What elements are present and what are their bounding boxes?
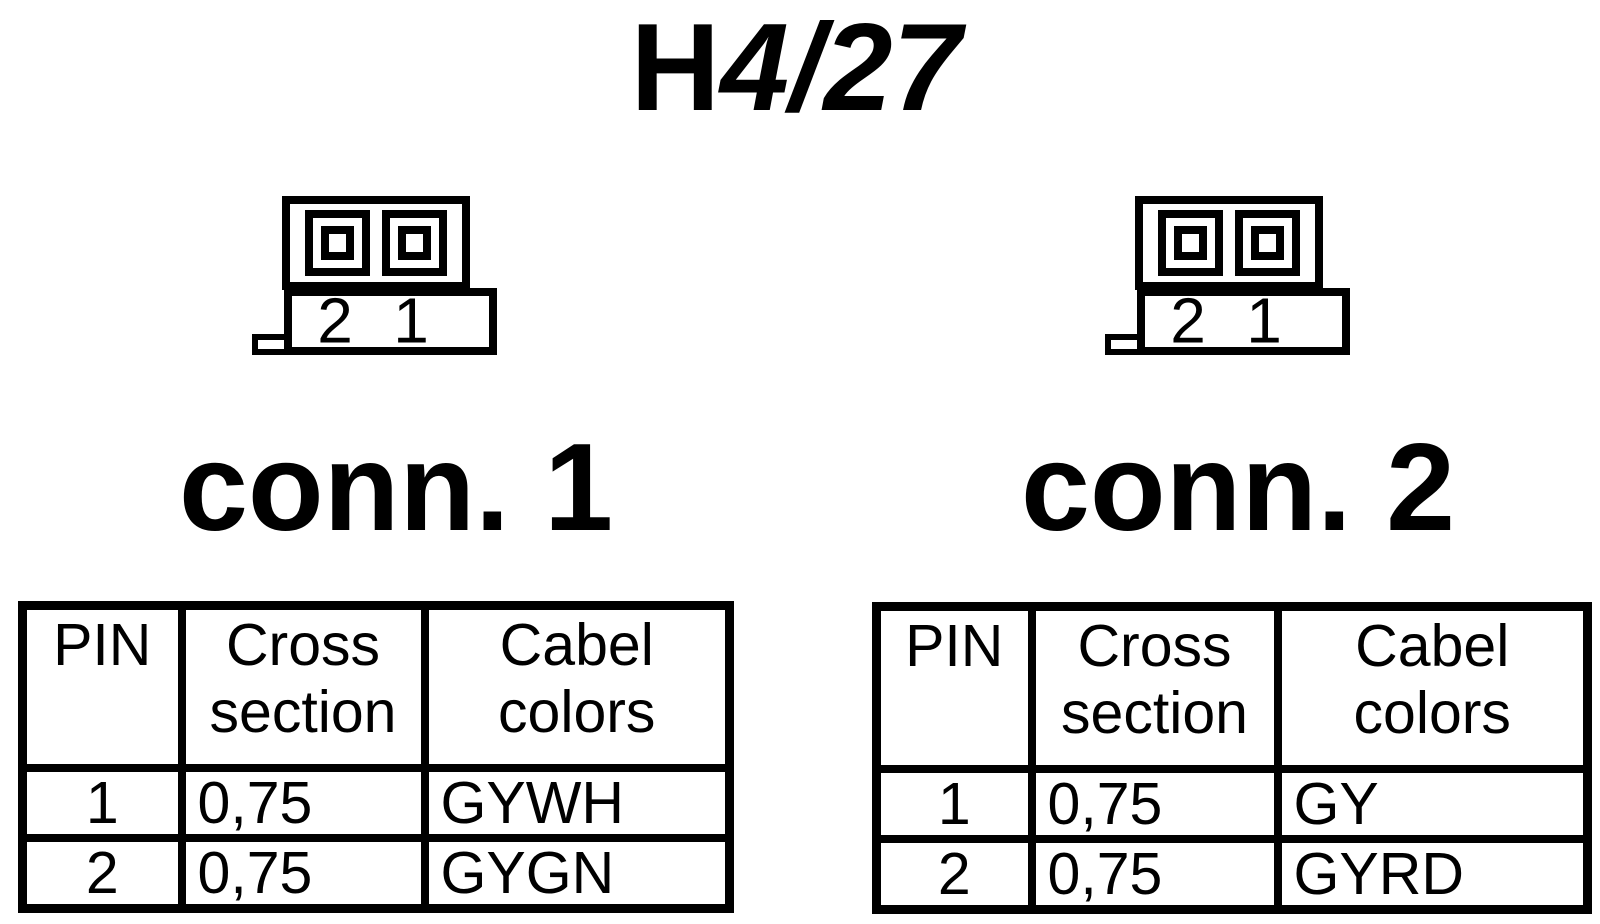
pin-cavity-1 (1235, 210, 1300, 276)
cell-cable-color: GY (1273, 765, 1592, 843)
pin-contact (1251, 226, 1284, 260)
pinout-table-conn-2: PIN Cross section Cabel colors 1 0,75 GY… (872, 602, 1592, 914)
connector-base: 2 1 (1137, 288, 1350, 355)
column-header-cable-colors: Cabel colors (420, 601, 734, 772)
cell-cross-section: 0,75 (177, 764, 429, 842)
connector-2-diagram: 2 1 (1105, 196, 1351, 355)
cell-cross-section: 0,75 (1027, 835, 1282, 914)
column-header-cable-colors: Cabel colors (1273, 602, 1592, 773)
column-header-cross-section: Cross section (177, 601, 429, 772)
pin-cavity-1 (382, 210, 447, 276)
page-title: H4/27 (0, 6, 1592, 130)
connector-1-diagram: 2 1 (252, 196, 498, 355)
pin-number-label: 2 (1170, 284, 1206, 357)
table-header-row: PIN Cross section Cabel colors (18, 601, 734, 772)
pin-contact (1174, 226, 1207, 260)
pinout-table-conn-1: PIN Cross section Cabel colors 1 0,75 GY… (18, 601, 734, 913)
table-row: 2 0,75 GYRD (872, 835, 1592, 914)
table-header-row: PIN Cross section Cabel colors (872, 602, 1592, 773)
pin-number-label: 1 (1246, 284, 1282, 357)
pin-number-label: 1 (393, 284, 429, 357)
connector-1-label: conn. 1 (178, 419, 614, 557)
connector-housing (282, 196, 470, 290)
table-row: 2 0,75 GYGN (18, 834, 734, 913)
connector-keying-tab (252, 334, 294, 355)
cell-pin: 2 (18, 834, 186, 913)
pin-number-label: 2 (317, 284, 353, 357)
cell-pin: 1 (18, 764, 186, 842)
connector-keying-tab (1105, 334, 1147, 355)
column-header-cross-section: Cross section (1027, 602, 1282, 773)
cell-pin: 1 (872, 765, 1036, 843)
table-row: 1 0,75 GYWH (18, 764, 734, 842)
connector-2-label: conn. 2 (1020, 419, 1456, 557)
table-row: 1 0,75 GY (872, 765, 1592, 843)
column-header-pin: PIN (872, 602, 1036, 773)
connector-housing (1135, 196, 1323, 290)
column-header-pin: PIN (18, 601, 186, 772)
pin-cavity-2 (305, 210, 370, 276)
cell-pin: 2 (872, 835, 1036, 914)
page-title-upright-part: H (630, 0, 721, 137)
pin-cavity-2 (1158, 210, 1223, 276)
pin-contact (321, 226, 354, 260)
cell-cross-section: 0,75 (177, 834, 429, 913)
page-title-italic-part: 4/27 (720, 0, 962, 137)
cell-cross-section: 0,75 (1027, 765, 1282, 843)
cell-cable-color: GYWH (420, 764, 734, 842)
pin-contact (398, 226, 431, 260)
connector-base: 2 1 (284, 288, 497, 355)
cell-cable-color: GYGN (420, 834, 734, 913)
cell-cable-color: GYRD (1273, 835, 1592, 914)
